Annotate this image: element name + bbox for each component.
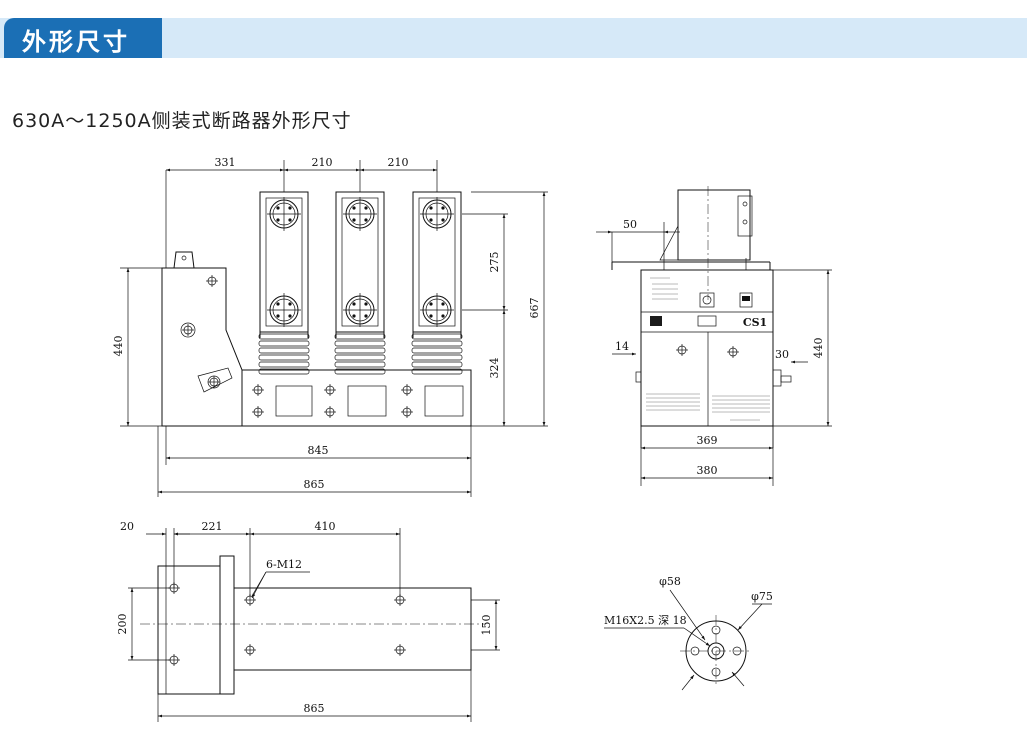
dim-380: 380 <box>697 464 718 477</box>
dim-865-front: 865 <box>304 478 325 491</box>
dim-369: 369 <box>697 434 718 447</box>
dim-410: 410 <box>315 520 336 533</box>
dim-865-top: 865 <box>304 702 325 715</box>
drawing-subtitle: 630A～1250A侧装式断路器外形尺寸 <box>12 110 352 132</box>
dim-14: 14 <box>615 340 629 353</box>
dim-50: 50 <box>623 218 637 231</box>
dim-331: 331 <box>215 156 236 169</box>
header-tab <box>4 18 162 58</box>
dim-440-side: 440 <box>812 338 825 359</box>
dim-210-b: 210 <box>388 156 409 169</box>
terminal-view: φ58 φ75 M16X2.5 深 18 <box>604 575 773 691</box>
hole-label: 6-M12 <box>266 558 302 571</box>
dim-324: 324 <box>488 358 501 379</box>
side-view: CS1 <box>596 186 832 486</box>
dim-221: 221 <box>202 520 223 533</box>
label-phi58: φ58 <box>659 575 681 588</box>
label-phi75: φ75 <box>751 590 773 603</box>
panel-model-label: CS1 <box>743 316 767 329</box>
front-view: 331 210 210 275 324 667 440 845 865 <box>112 156 548 497</box>
dim-667: 667 <box>528 298 541 319</box>
dim-20: 20 <box>120 520 134 533</box>
dim-30: 30 <box>775 348 789 361</box>
page-title: 外形尺寸 <box>22 28 130 56</box>
dim-210-a: 210 <box>312 156 333 169</box>
label-thread: M16X2.5 深 18 <box>604 614 687 627</box>
dim-845: 845 <box>308 444 329 457</box>
dim-200: 200 <box>116 614 129 635</box>
top-view: 20 221 410 200 150 865 6-M12 <box>116 520 500 722</box>
dim-150: 150 <box>480 615 493 636</box>
header-bar <box>0 18 1027 58</box>
dim-440-front: 440 <box>112 336 125 357</box>
dim-275: 275 <box>488 252 501 273</box>
